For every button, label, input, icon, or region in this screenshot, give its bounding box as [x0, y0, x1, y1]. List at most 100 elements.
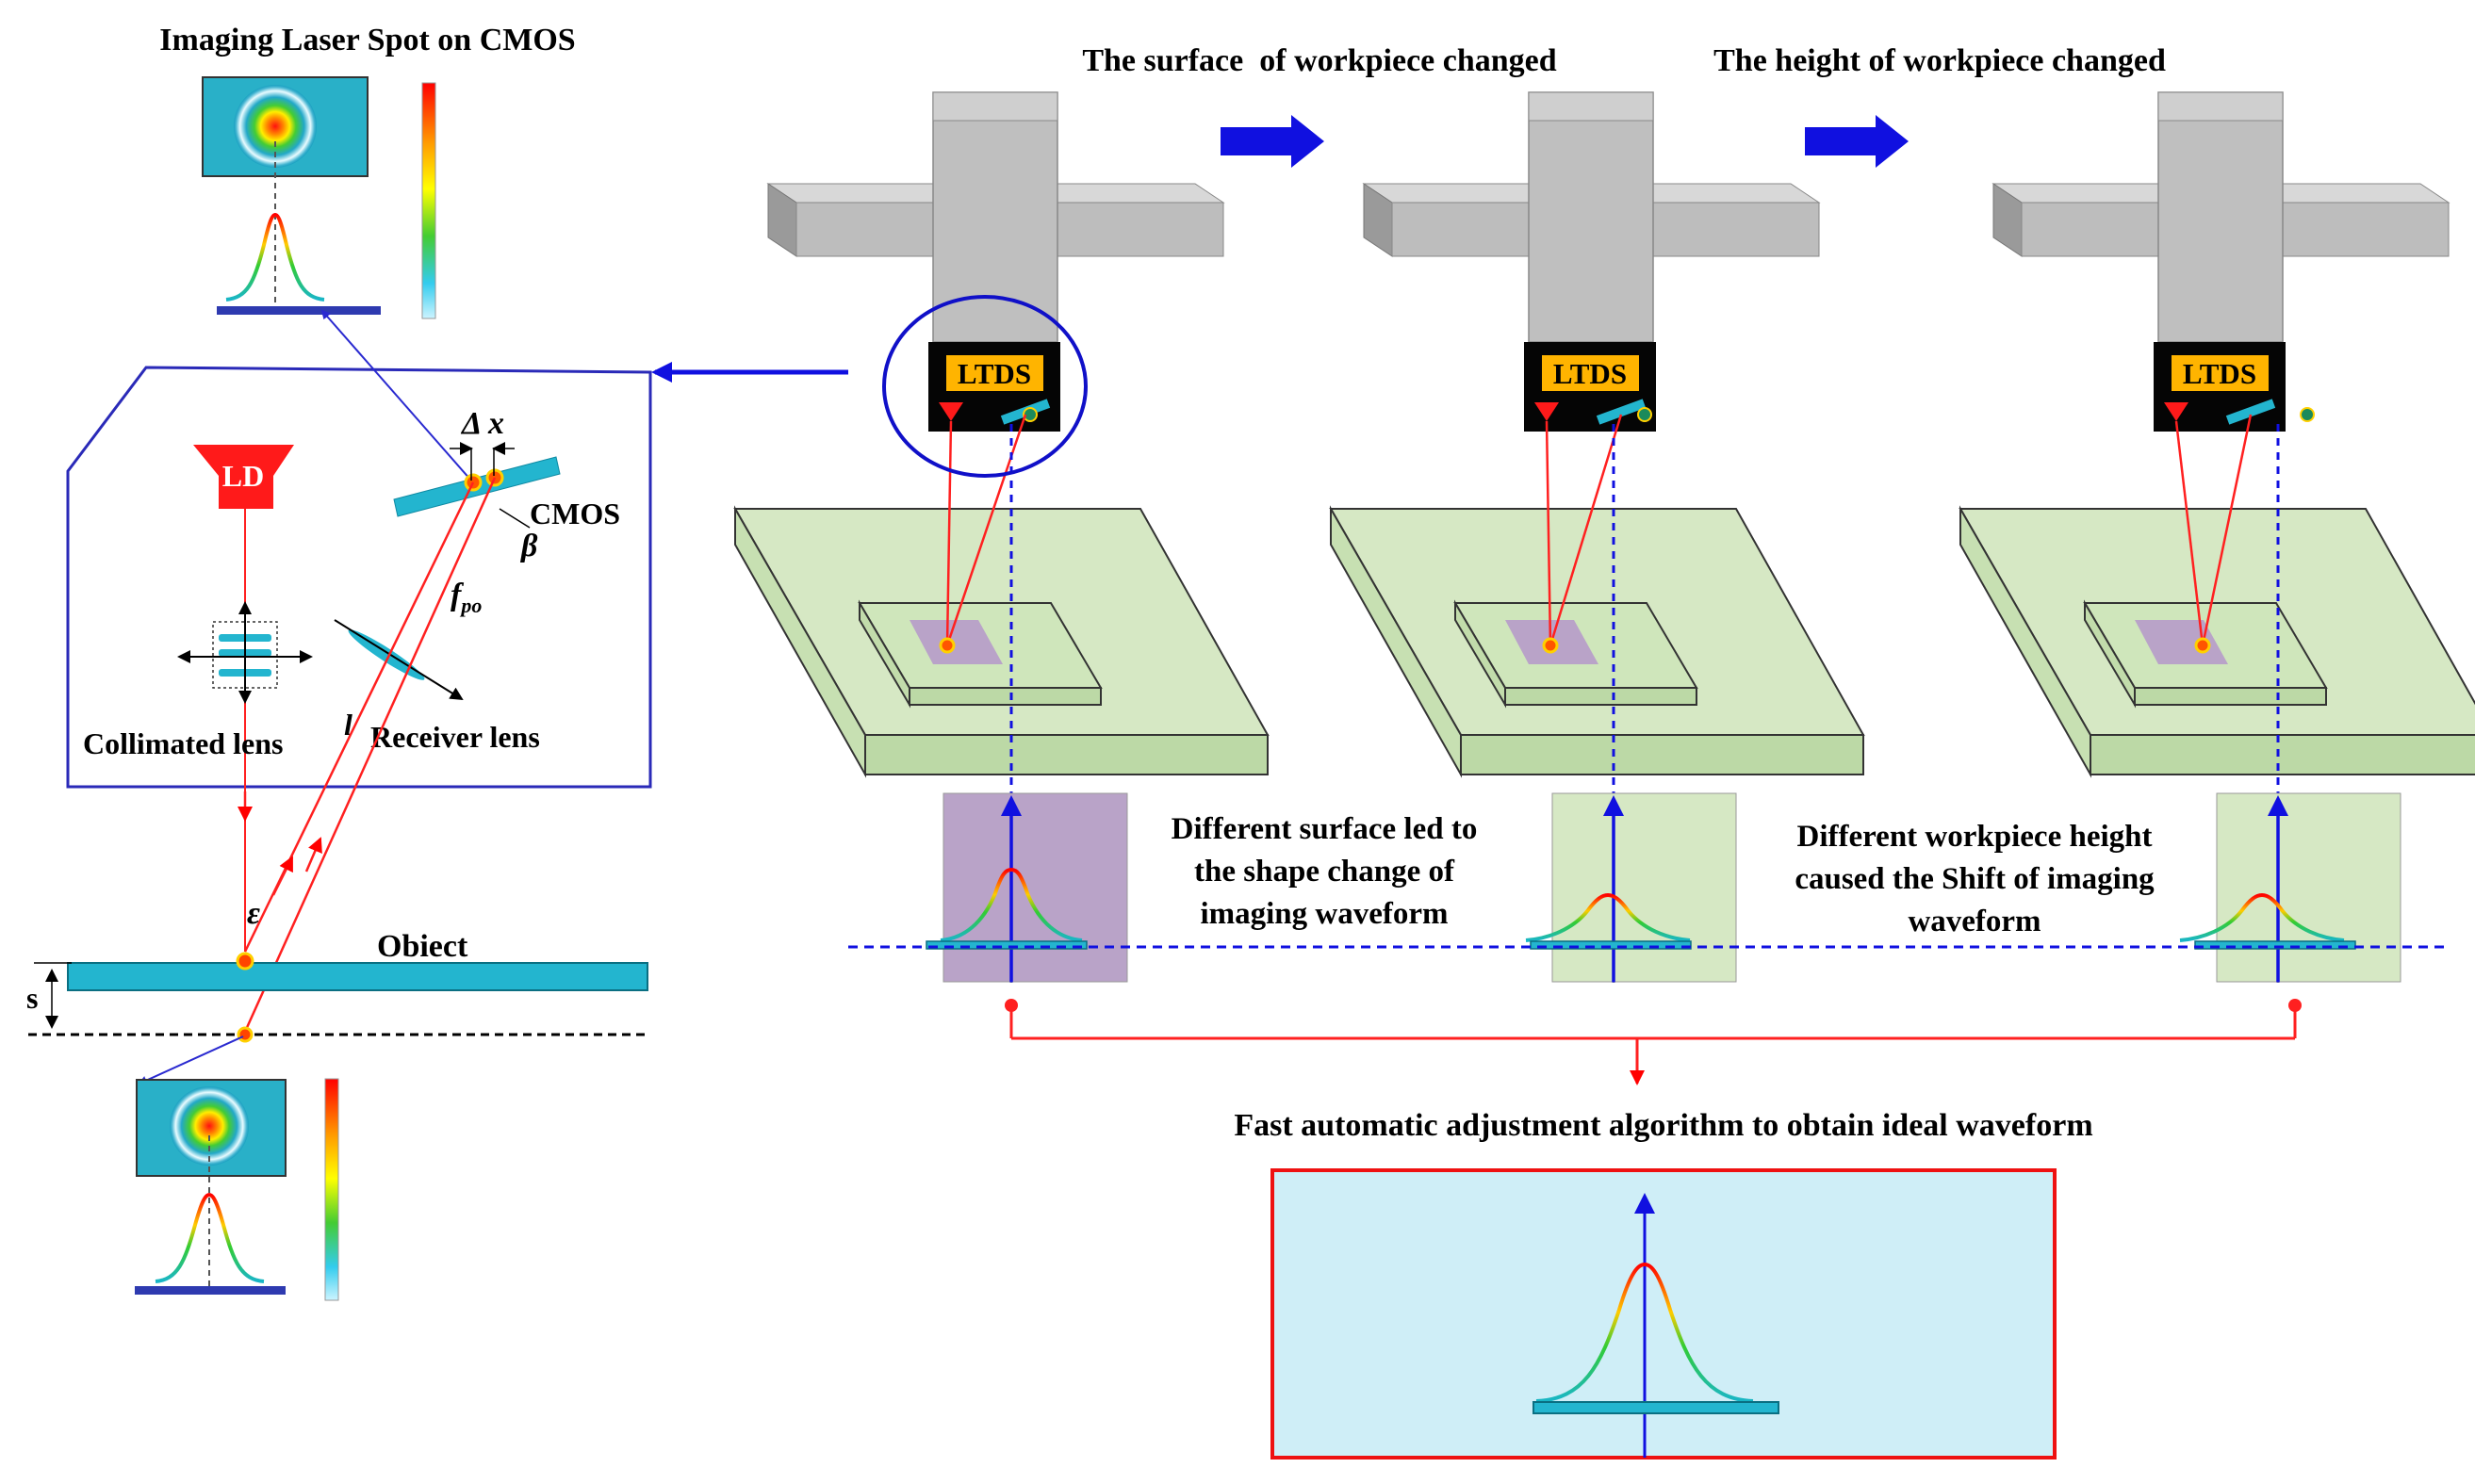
svg-text:Different workpiece height: Different workpiece height: [1797, 820, 2153, 854]
waveform-curve: [1525, 892, 1691, 942]
ltds-laser-emitter-icon: [939, 402, 963, 421]
base-plate-front: [2090, 734, 2475, 775]
gantry-column: [932, 91, 1058, 343]
delta-x-label: Δ x: [460, 406, 504, 441]
spot-object-surface: [236, 952, 254, 970]
workpiece-front: [1504, 687, 1697, 706]
ltds-laser-emitter-icon: [2164, 402, 2188, 421]
reflected-beam: [1549, 414, 1623, 646]
ltds-label: LTDS: [1553, 357, 1627, 390]
svg-text:caused the Shift of imaging: caused the Shift of imaging: [1795, 862, 2155, 896]
waveform-top: [217, 212, 381, 315]
surface-annotation: Different surface led to the shape chang…: [1172, 812, 1478, 931]
svg-text:imaging waveform: imaging waveform: [1200, 897, 1448, 931]
workpiece-front: [2134, 687, 2327, 706]
ray-arrow-1: [271, 856, 294, 896]
gantry-column-cap: [932, 91, 1058, 122]
laser-spot: [2194, 637, 2211, 654]
workpiece-side: [859, 599, 910, 709]
svg-text:the shape change of: the shape change of: [1194, 855, 1455, 889]
fpo-label: fpo: [451, 578, 482, 617]
s-label: s: [26, 981, 38, 1015]
svg-text:Different surface led to: Different surface led to: [1172, 812, 1478, 846]
gantry-column-cap: [1528, 91, 1654, 122]
object-plate: [67, 962, 648, 991]
ltds-detector-dot: [1023, 407, 1038, 422]
gantry-column: [2157, 91, 2284, 343]
stage-3: LTDS: [1959, 91, 2475, 985]
waveform-sensor-bar: [2194, 940, 2356, 950]
title-surface-changed: The surface of workpiece changed: [1082, 43, 1556, 78]
optical-head-box: [66, 366, 652, 789]
waveform-box: [942, 792, 1128, 983]
reflected-ray-2: [243, 477, 497, 1033]
cmos-image-arrow-top: [320, 309, 472, 481]
epsilon-label: ε: [247, 896, 260, 931]
laser-spot: [939, 637, 956, 654]
feedback-connector: [1005, 999, 2302, 1085]
waveform-sensor-bar: [1530, 940, 1692, 950]
ltds-cmos-icon: [1596, 399, 1647, 425]
beta-leader: [499, 508, 531, 529]
waveform-box: [1551, 792, 1737, 983]
object-label: Obiect: [377, 929, 468, 964]
ltds-laser-emitter-icon: [1534, 402, 1559, 421]
incident-beam: [1545, 420, 1552, 646]
workpiece-side: [1454, 599, 1506, 709]
reflected-beam: [2201, 414, 2253, 646]
base-plate-side: [1959, 505, 2091, 778]
gantry-column: [1528, 91, 1654, 343]
waveform-bottom: [135, 1192, 286, 1295]
l-label: l: [344, 708, 352, 742]
base-plate-side: [734, 505, 866, 778]
sensor-highlight-circle: [882, 295, 1088, 478]
flow-arrow-2: [1805, 115, 1909, 168]
height-annotation: Different workpiece height caused the Sh…: [1795, 820, 2155, 938]
cmos-sensor: [393, 442, 561, 517]
incident-beam: [2174, 420, 2205, 646]
collimated-lens: [177, 601, 313, 704]
spot-reference-plane: [237, 1026, 254, 1043]
ray-arrow-2: [304, 837, 322, 872]
cmos-spot-image-top: [202, 76, 369, 177]
ld-label: LD: [222, 459, 264, 493]
waveform-box: [2216, 792, 2401, 983]
ltds-label: LTDS: [2183, 357, 2256, 390]
collimated-lens-label: Collimated lens: [83, 726, 283, 760]
ltds-label: LTDS: [958, 357, 1031, 390]
surface-patch: [910, 620, 1003, 664]
stage-1: LTDS: [733, 91, 1270, 985]
ltds-detector-dot: [2300, 407, 2315, 422]
cmos-image-arrow-bottom: [138, 1036, 244, 1085]
incident-beam: [945, 420, 953, 646]
color-scale-bar-bottom: [324, 1078, 339, 1301]
ltds-badge: [946, 355, 1043, 391]
title-height-changed: The height of workpiece changed: [1713, 43, 2166, 78]
algorithm-label: Fast automatic adjustment algorithm to o…: [1234, 1108, 2092, 1143]
ltds-cmos-icon: [2225, 399, 2276, 425]
laser-diode-ld: [193, 445, 294, 509]
ideal-waveform-panel: [1270, 1168, 2057, 1460]
waveform-sensor-bar: [926, 940, 1088, 950]
waveform-curve: [2179, 892, 2345, 942]
flow-arrow-1: [1221, 115, 1324, 168]
workpiece-front: [909, 687, 1102, 706]
gantry-column-cap: [2157, 91, 2284, 122]
beta-label: β: [519, 529, 538, 563]
waveform-curve: [940, 867, 1083, 942]
stage-2: LTDS: [1329, 91, 1865, 985]
workpiece-side: [2084, 599, 2136, 709]
s-dimension: [34, 962, 72, 1029]
top-left-title: Imaging Laser Spot on CMOS: [159, 23, 575, 57]
receiver-lens: [334, 619, 464, 701]
cmos-spot-image-bottom: [136, 1079, 287, 1177]
base-plate-side: [1330, 505, 1462, 778]
ltds-badge: [2172, 355, 2269, 391]
receiver-lens-label: Receiver lens: [370, 720, 540, 754]
svg-text:waveform: waveform: [1908, 905, 2041, 938]
cmos-label: CMOS: [530, 497, 620, 530]
base-plate-front: [1460, 734, 1864, 775]
stages-layer: LTDS LTDS LTDS: [733, 91, 2475, 985]
laser-spot: [1542, 637, 1559, 654]
